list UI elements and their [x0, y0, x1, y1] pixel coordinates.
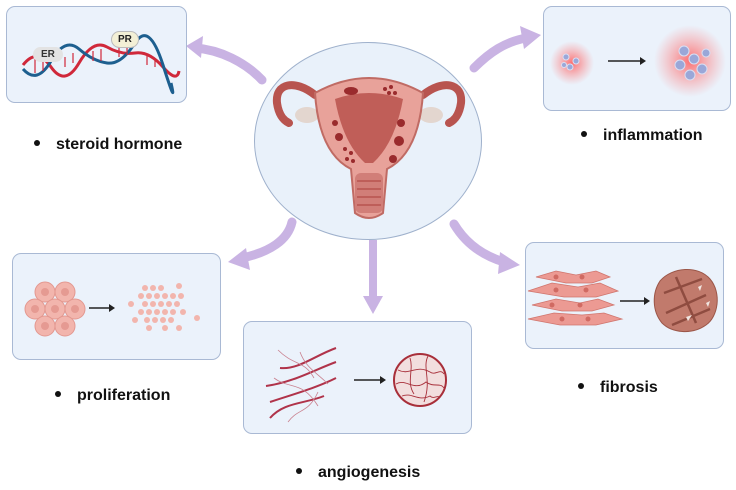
inflammation-illustration [550, 25, 726, 97]
inflammation-panel [543, 6, 731, 111]
center-uterus-node [254, 42, 482, 240]
proliferation-panel [12, 253, 221, 360]
angiogenesis-label: angiogenesis [296, 464, 420, 482]
bullet-icon [34, 139, 40, 146]
proliferation-illustration [24, 281, 200, 337]
steroid-hormone-panel: ER PR [6, 6, 187, 103]
fibrosis-panel [525, 242, 724, 349]
proliferation-label: proliferation [55, 387, 170, 405]
bullet-icon [581, 130, 587, 137]
er-receptor-badge: ER [33, 47, 63, 62]
bullet-icon [578, 382, 584, 389]
steroid-hormone-label: steroid hormone [34, 136, 182, 154]
fibrosis-illustration [527, 269, 718, 332]
arrow-to-steroid-hormone [186, 36, 267, 85]
pr-receptor-badge: PR [111, 31, 139, 48]
arrow-to-inflammation [469, 26, 541, 73]
angiogenesis-panel [243, 321, 472, 434]
bullet-icon [55, 390, 61, 397]
inflammation-label: inflammation [581, 127, 703, 145]
bullet-icon [296, 467, 302, 474]
fibrosis-label: fibrosis [578, 379, 658, 397]
uterus-illustration [272, 77, 466, 219]
arrow-to-angiogenesis [363, 240, 383, 314]
angiogenesis-illustration [265, 347, 447, 423]
